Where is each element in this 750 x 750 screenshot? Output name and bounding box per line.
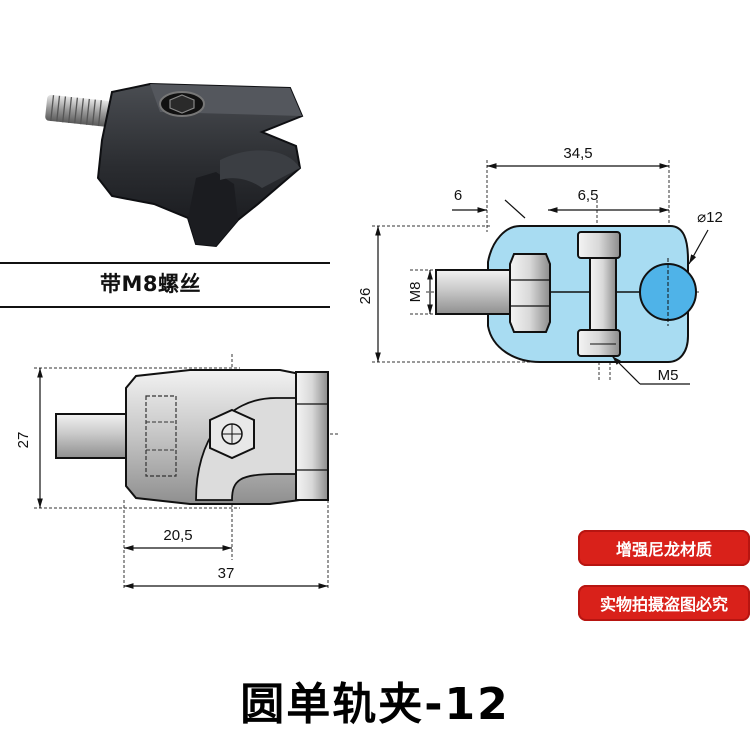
dim-left-label: 6: [454, 187, 462, 204]
dim-right-label: 6,5: [578, 187, 599, 204]
hex-nut: [509, 253, 551, 333]
dim-screw-label: M5: [658, 367, 679, 384]
material-badge: 增强尼龙材质: [578, 530, 750, 566]
product-photo: [45, 82, 304, 248]
side-shaft: [55, 413, 127, 459]
side-view-drawing: 27 20,5 37: [15, 354, 340, 590]
screw-label-text: 带M8螺丝: [100, 272, 202, 296]
label-rule-bottom: [0, 306, 330, 308]
screw-label-bar: 带M8螺丝: [0, 262, 330, 310]
dim-height-label: 26: [357, 288, 374, 305]
side-length-label: 37: [218, 565, 235, 582]
dim-diameter-label: ⌀12: [697, 209, 723, 226]
side-inner-label: 20,5: [163, 527, 192, 544]
top-view-drawing: 34,5 6 6,5 26 M8 ⌀12 M5: [357, 145, 723, 385]
m8-screw-image: [45, 94, 119, 128]
dim-width-label: 34,5: [563, 145, 592, 162]
side-height-label: 27: [15, 432, 32, 449]
label-rule-top: [0, 262, 330, 264]
m5-bolt: [589, 255, 617, 337]
dim-bolt-label: M8: [407, 282, 424, 303]
product-title: 圆单轨夹-12: [240, 679, 510, 730]
copyright-badge: 实物拍摄盗图必究: [578, 585, 750, 621]
